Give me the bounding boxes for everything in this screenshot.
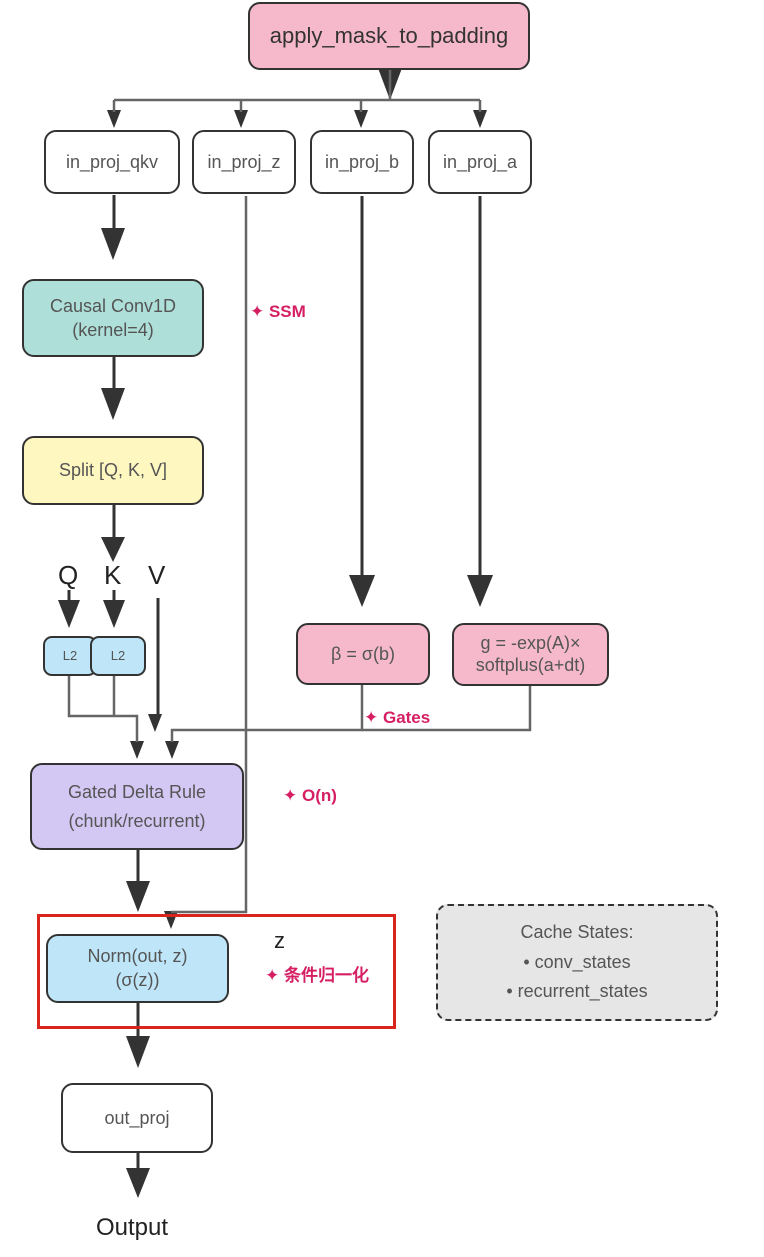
arrowhead [126,1036,150,1068]
l2-norm-k-node: L2 [90,636,146,676]
in-proj-a-node: in_proj_a [428,130,532,194]
arrowhead [354,110,368,128]
arrowhead [467,575,493,607]
ssm-note: ✦ SSM [250,302,306,321]
linear-complexity-note: ✦ O(n) [283,786,337,805]
k-label: K [104,560,122,590]
arrowhead [126,881,150,912]
arrowhead [101,537,125,562]
node-label: L2 [110,648,126,664]
node-label: Split [Q, K, V] [58,460,168,481]
conditional-norm-highlight [37,914,396,1029]
node-label: out_proj [104,1107,170,1128]
node-label-line2: (chunk/recurrent) [68,810,206,831]
l2-norm-q-node: L2 [43,636,97,676]
node-label: in_proj_qkv [65,151,159,172]
arrowhead [349,575,375,607]
gated-delta-rule-node: Gated Delta Rule (chunk/recurrent) [30,763,244,850]
arrowhead [58,600,80,628]
arrowhead [165,741,179,759]
node-label-line2: (kernel=4) [72,320,154,340]
norm-out-z-node: Norm(out, z) (σ(z)) [46,934,229,1003]
arrowhead [234,110,248,128]
arrowhead [101,228,125,260]
beta-gate-node: β = σ(b) [296,623,430,685]
cache-title: Cache States: [520,921,634,942]
conditional-norm-note: ✦ 条件归一化 [265,966,369,985]
in-proj-z-node: in_proj_z [192,130,296,194]
node-label: in_proj_a [442,151,518,172]
cache-item-conv-states: • conv_states [523,951,631,972]
node-label: β = σ(b) [331,643,395,664]
arrowhead [130,741,144,759]
cache-states-node: Cache States: • conv_states • recurrent_… [436,904,718,1021]
arrowhead [473,110,487,128]
arrowhead [103,600,125,628]
g-gate-node: g = -exp(A)× softplus(a+dt) [452,623,609,686]
in-proj-b-node: in_proj_b [310,130,414,194]
z-label: z [274,928,285,953]
arrowhead [101,388,125,420]
out-proj-node: out_proj [61,1083,213,1153]
node-label: apply_mask_to_padding [269,23,509,49]
node-label-line2: softplus(a+dt) [475,654,586,675]
node-label-line1: Causal Conv1D [49,295,177,316]
arrowhead [126,1168,150,1198]
node-label-line1: Gated Delta Rule [67,781,207,802]
split-qkv-node: Split [Q, K, V] [22,436,204,505]
arrowhead [148,714,162,732]
node-label-line1: g = -exp(A)× [480,632,581,653]
q-label: Q [58,560,79,590]
node-label: in_proj_b [324,151,400,172]
node-label-line1: Norm(out, z) [87,946,188,967]
v-label: V [148,560,166,590]
node-label-line2: (σ(z)) [115,969,160,990]
node-label: in_proj_z [207,151,281,172]
output-label: Output [96,1214,169,1241]
cache-item-recurrent-states: • recurrent_states [506,981,648,1002]
arrowhead [107,110,121,128]
in-proj-qkv-node: in_proj_qkv [44,130,180,194]
node-label: L2 [62,648,78,664]
causal-conv1d-node: Causal Conv1D (kernel=4) [22,279,204,357]
apply-mask-to-padding-node: apply_mask_to_padding [248,2,530,70]
gates-note: ✦ Gates [364,708,431,727]
